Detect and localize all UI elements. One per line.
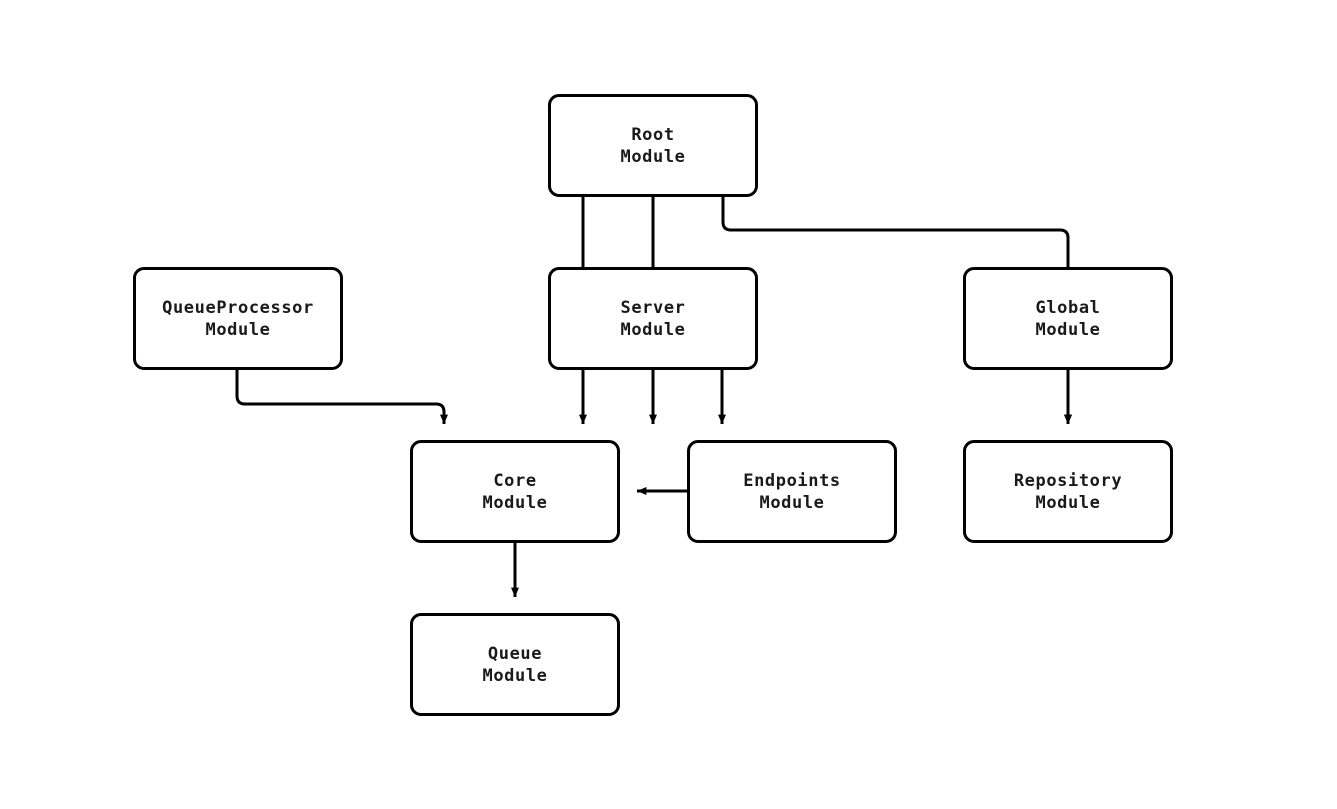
node-server-module[interactable]: Server Module [548, 267, 758, 370]
node-endpoints-module[interactable]: Endpoints Module [687, 440, 897, 543]
node-queueprocessor-module-line2: Module [205, 319, 271, 340]
node-repository-module[interactable]: Repository Module [963, 440, 1173, 543]
node-core-module-line1: Core [493, 470, 537, 491]
node-queueprocessor-module-line1: QueueProcessor [162, 297, 314, 318]
node-root-module-line1: Root [631, 124, 675, 145]
node-queue-module-line1: Queue [487, 643, 543, 664]
node-endpoints-module-line1: Endpoints [743, 470, 841, 491]
node-root-module[interactable]: Root Module [548, 94, 758, 197]
node-queueprocessor-module[interactable]: QueueProcessor Module [133, 267, 343, 370]
node-queue-module-line2: Module [482, 665, 548, 686]
node-endpoints-module-line2: Module [759, 492, 825, 513]
edge-root-to-global [721, 197, 1072, 425]
node-repository-module-line2: Module [1035, 492, 1101, 513]
node-global-module-line1: Global [1035, 297, 1101, 318]
node-server-module-line2: Module [620, 319, 686, 340]
node-core-module-line2: Module [482, 492, 548, 513]
edge-queueprocessor-to-core [235, 370, 448, 425]
node-global-module-line2: Module [1035, 319, 1101, 340]
node-repository-module-line1: Repository [1013, 470, 1123, 491]
node-root-module-line2: Module [620, 146, 686, 167]
node-queue-module[interactable]: Queue Module [410, 613, 620, 716]
node-core-module[interactable]: Core Module [410, 440, 620, 543]
node-global-module[interactable]: Global Module [963, 267, 1173, 370]
node-server-module-line1: Server [620, 297, 686, 318]
